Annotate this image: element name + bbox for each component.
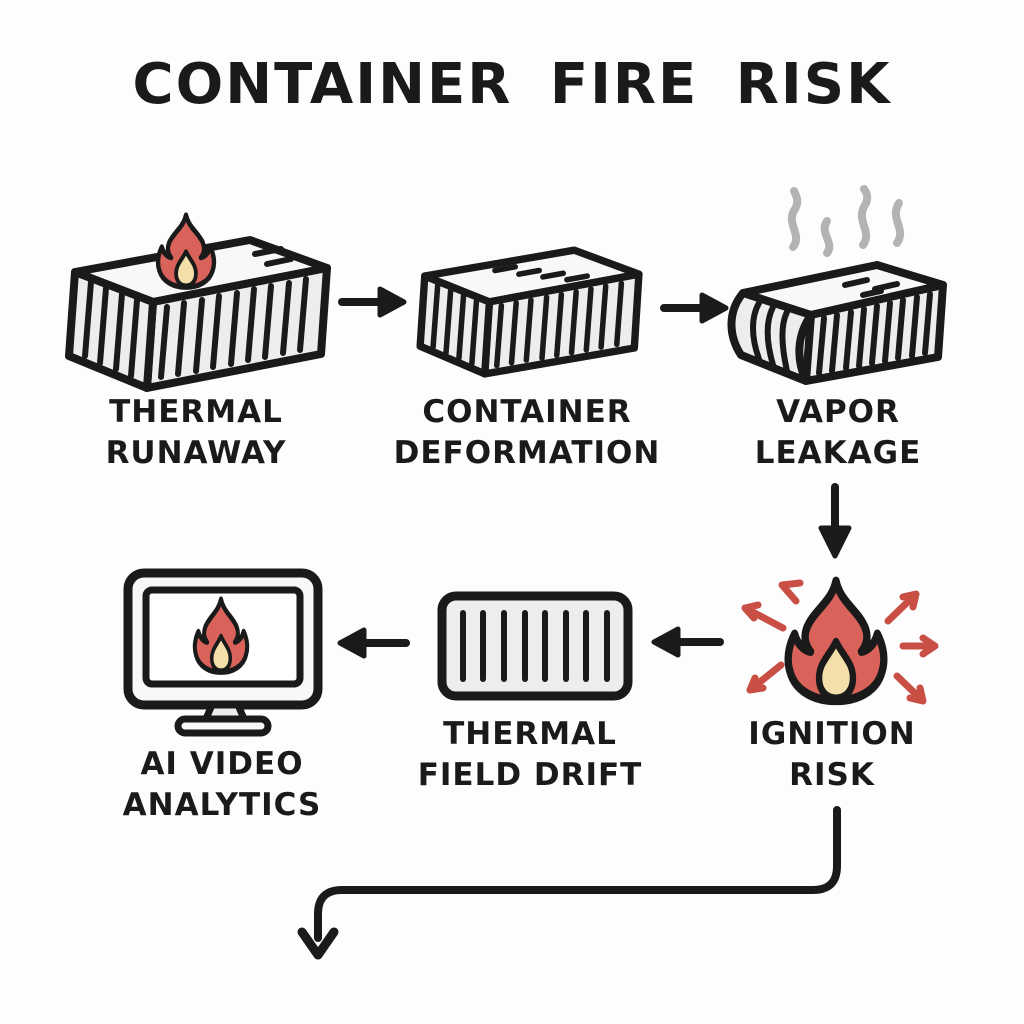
steam-lines <box>787 185 905 257</box>
label-line: RUNAWAY <box>105 435 287 471</box>
arrow-left-icon <box>337 627 410 659</box>
label-line: AI VIDEO <box>140 746 304 782</box>
monitor-flame-icon <box>123 568 323 737</box>
flame-icon <box>158 215 214 287</box>
label-line: VAPOR <box>776 394 900 430</box>
flame-icon <box>788 581 884 701</box>
label-line: THERMAL <box>443 716 617 752</box>
spark-arrows <box>741 579 939 705</box>
diagram-title: CONTAINER FIRE RISK <box>132 52 892 117</box>
deformed-container-steam-icon <box>727 185 947 385</box>
label-line: THERMAL <box>109 394 283 430</box>
label-thermal-field-drift: THERMAL FIELD DRIFT <box>370 714 690 796</box>
arrow-right-icon <box>660 292 729 324</box>
label-line: ANALYTICS <box>122 787 322 823</box>
label-line: CONTAINER <box>422 394 632 430</box>
elbow-arrow-down-left <box>297 806 841 960</box>
arrow-left-icon <box>651 626 724 658</box>
label-ai-video-analytics: AI VIDEO ANALYTICS <box>62 744 382 826</box>
label-line: RISK <box>789 757 875 793</box>
container-icon <box>416 246 643 378</box>
label-ignition-risk: IGNITION RISK <box>672 714 992 796</box>
arrow-down-icon <box>818 483 852 559</box>
container-flame-icon <box>65 192 331 392</box>
corrugation-lines <box>750 277 933 376</box>
corrugation-lines <box>430 264 625 369</box>
label-container-deformation: CONTAINER DEFORMATION <box>367 392 687 474</box>
arrow-right-icon <box>338 286 407 318</box>
label-line: LEAKAGE <box>754 435 922 471</box>
label-line: FIELD DRIFT <box>417 757 643 793</box>
label-line: DEFORMATION <box>393 435 661 471</box>
corrugation-lines <box>460 610 610 682</box>
label-thermal-runaway: THERMAL RUNAWAY <box>36 392 356 474</box>
label-line: IGNITION <box>748 716 916 752</box>
flame-sparks-icon <box>741 568 939 713</box>
label-vapor-leakage: VAPOR LEAKAGE <box>678 392 998 474</box>
container-front-icon <box>437 591 633 701</box>
